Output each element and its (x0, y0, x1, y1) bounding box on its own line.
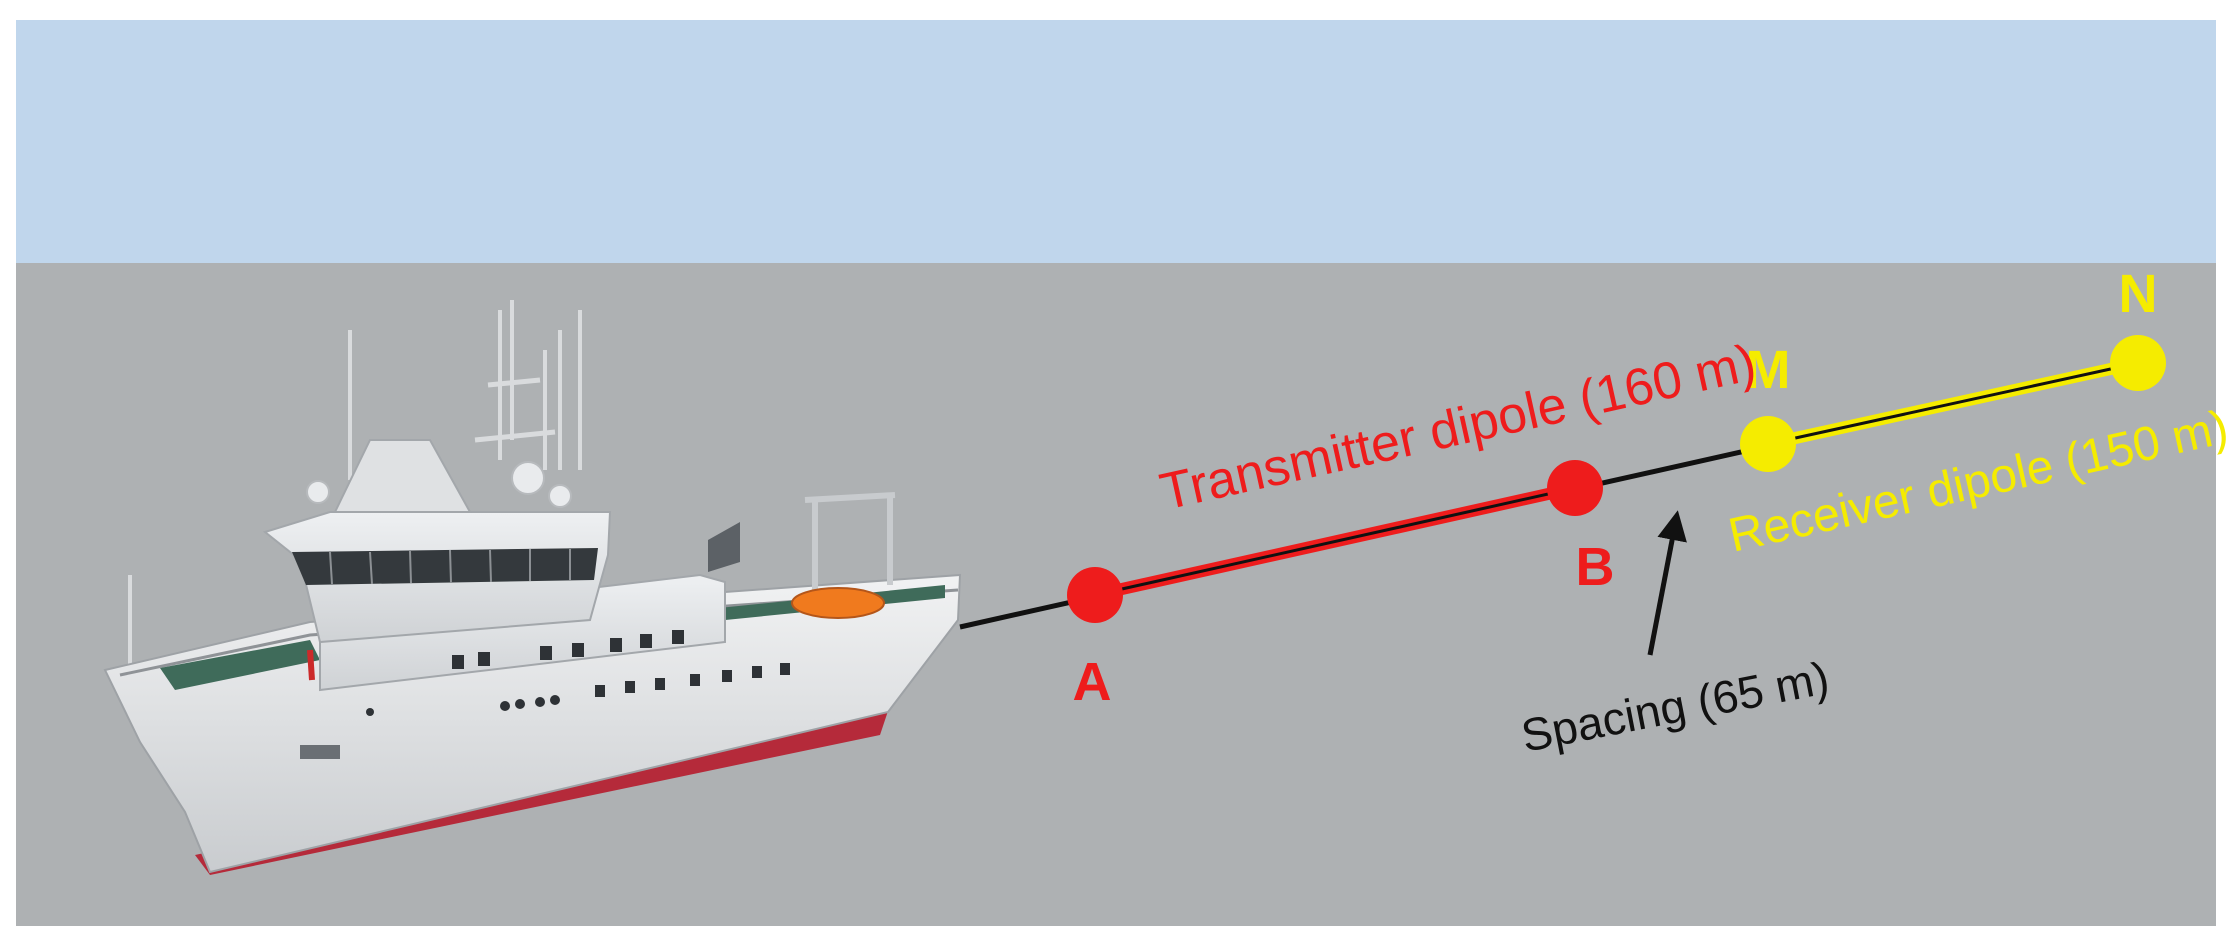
electrode-a (1067, 567, 1123, 623)
electrode-label-b: B (1576, 537, 1615, 597)
electrode-b (1547, 460, 1603, 516)
electrode-label-a: A (1073, 652, 1112, 712)
sky (16, 20, 2216, 263)
electrode-n (2110, 335, 2166, 391)
research-vessel-icon (103, 300, 962, 875)
electrode-m (1740, 416, 1796, 472)
arrow-up-icon (1647, 510, 1687, 656)
electrode-label-m: M (1746, 340, 1791, 400)
electrode-label-n: N (2119, 264, 2158, 324)
